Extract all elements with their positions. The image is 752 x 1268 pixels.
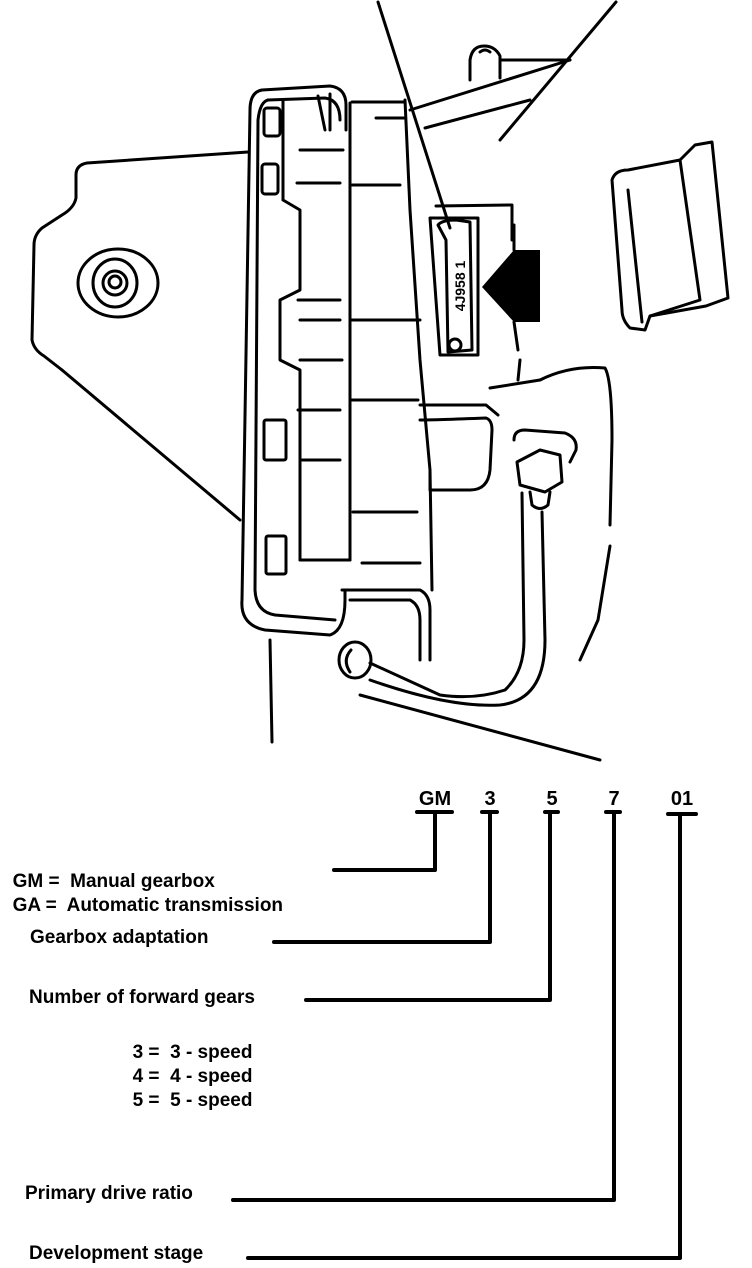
legend-drive-ratio: Primary drive ratio	[25, 1183, 193, 1204]
gear-option-key: 3	[132, 1042, 144, 1063]
gear-option-sep: =	[148, 1042, 160, 1063]
gear-option-key: 5	[132, 1090, 144, 1111]
legend-forward-gears: Number of forward gears	[29, 987, 255, 1008]
legend-ga: GA = Automatic transmission	[2, 870, 283, 918]
housing-flange	[30, 150, 250, 372]
legend-gm: GM = Manual gearbox	[2, 846, 215, 894]
gear-option-value: 3 - speed	[170, 1042, 253, 1063]
leader-adaptation	[272, 810, 499, 944]
legend-value: Manual gearbox	[70, 871, 215, 892]
gear-option: 5 = 5 - speed	[122, 1065, 253, 1113]
gear-option-sep: =	[148, 1066, 160, 1087]
leader-development-stage	[246, 812, 698, 1260]
legend-value: Automatic transmission	[66, 895, 284, 916]
breather-cap	[468, 44, 502, 82]
legend-sep: =	[45, 895, 57, 916]
code-segment-ratio: 7	[608, 788, 620, 810]
gear-option-key: 4	[132, 1066, 144, 1087]
legend-key: GM	[12, 871, 44, 892]
stamp-number: 4J958 1	[452, 260, 468, 311]
legend-key: GA	[12, 895, 41, 916]
legend-sep: =	[48, 871, 60, 892]
mount-bolt	[76, 247, 160, 319]
id-plate	[428, 216, 480, 357]
selector-lever	[610, 140, 730, 332]
code-segment-adaptation: 3	[484, 788, 496, 810]
gear-option: 3 = 3 - speed	[122, 1017, 253, 1065]
leader-gearbox-type	[332, 810, 454, 872]
code-segment-gears: 5	[546, 788, 558, 810]
legend-development-stage: Development stage	[29, 1243, 204, 1264]
gear-option-value: 4 - speed	[170, 1066, 253, 1087]
leader-forward-gears	[304, 810, 560, 1002]
code-segment-type: GM	[418, 788, 452, 810]
oil-pipe	[368, 491, 526, 699]
cover-plate	[240, 88, 347, 637]
speed-sensor	[512, 428, 578, 464]
leader-drive-ratio	[231, 810, 622, 1202]
gear-option-value: 5 - speed	[170, 1090, 253, 1111]
code-segment-stage: 01	[670, 788, 694, 810]
gear-option-sep: =	[148, 1090, 160, 1111]
legend-adaptation: Gearbox adaptation	[30, 927, 209, 948]
gear-option: 4 = 4 - speed	[122, 1041, 253, 1089]
arrow-icon	[482, 250, 540, 322]
cover-tab	[262, 106, 282, 138]
